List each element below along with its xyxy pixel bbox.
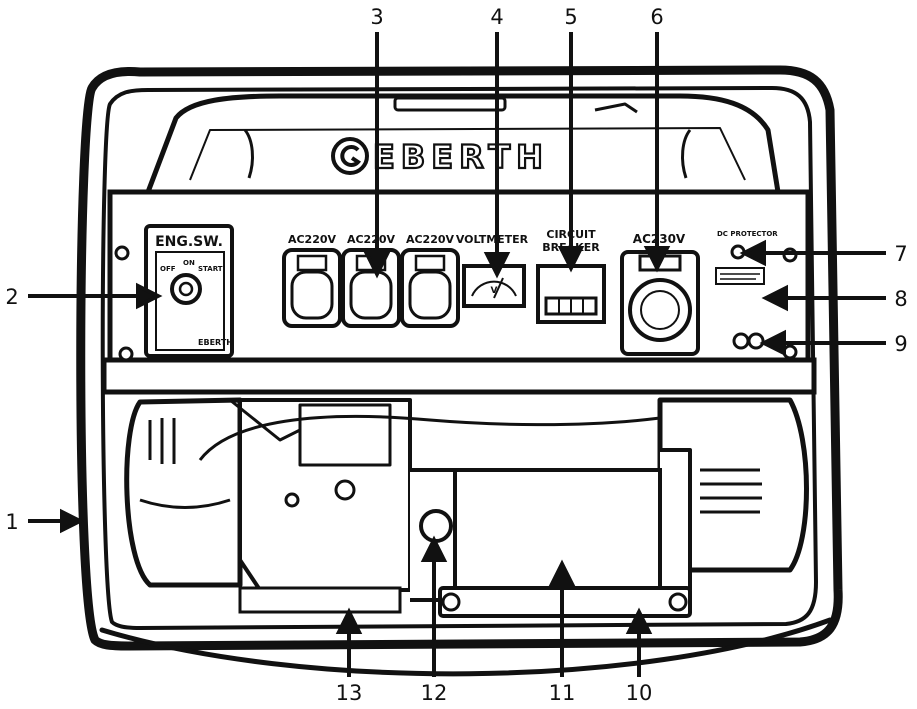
oil-filler-cap: [419, 509, 453, 543]
circuit-breaker: CIRCUIT BREAKER: [536, 228, 606, 324]
engine-base: [238, 586, 402, 614]
engine-switch-title: ENG.SW.: [155, 234, 223, 250]
panel-screw-icon: [118, 346, 134, 362]
ac230v-outlet: AC230V: [620, 232, 700, 356]
ignition-key-icon: [170, 273, 202, 305]
callout-number-5: 5: [564, 5, 577, 29]
switch-off-label: OFF: [160, 265, 176, 273]
callout-number-6: 6: [650, 5, 663, 29]
dc-output-label-plate: [715, 267, 765, 285]
outlet-label: AC220V: [288, 233, 337, 246]
callout-number-9: 9: [894, 332, 907, 356]
alternator-housing: [453, 468, 662, 592]
engine-switch: ENG.SW. OFF ON START EBERTH: [144, 224, 234, 358]
callout-number-10: 10: [626, 681, 653, 705]
brand-logo-mark: [340, 145, 362, 167]
dc-protector-label: DC PROTECTOR: [717, 230, 778, 238]
callout-number-11: 11: [549, 681, 576, 705]
fuel-tank: [145, 93, 781, 195]
alternator: [657, 397, 809, 592]
callout-number-2: 2: [5, 285, 18, 309]
dc-section: DC PROTECTOR: [715, 230, 778, 350]
voltmeter: VOLTMETER V: [456, 233, 529, 308]
switch-start-label: START: [198, 265, 223, 273]
ac220v-outlet: [282, 248, 342, 328]
switch-on-label: ON: [183, 259, 195, 267]
callout-number-8: 8: [894, 287, 907, 311]
callout-number-12: 12: [421, 681, 448, 705]
big-outlet-label: AC230V: [633, 232, 686, 246]
ac220v-outlet: [400, 248, 460, 328]
dc-terminal-icon: [747, 332, 765, 350]
callout-number-3: 3: [370, 5, 383, 29]
voltmeter-label: VOLTMETER: [456, 233, 529, 246]
switch-brand-label: EBERTH: [198, 338, 233, 347]
brand-name: EBERTH: [373, 138, 549, 176]
callout-number-7: 7: [894, 242, 907, 266]
callout-number-13: 13: [336, 681, 363, 705]
brand-logo-icon: [331, 137, 369, 175]
dc-terminal-icon: [732, 332, 750, 350]
engine: [124, 397, 661, 602]
panel-screw-icon: [114, 245, 130, 261]
brand-logo: EBERTH: [331, 137, 549, 177]
outlet-label: AC220V: [406, 233, 455, 246]
outlet-label: AC220V: [347, 233, 396, 246]
base-mount: [438, 586, 692, 618]
callout-numbers: 1 2 3 4 5 6 7 8 9 10 11 12 13: [5, 5, 907, 705]
voltmeter-unit: V: [491, 286, 498, 296]
callout-number-1: 1: [5, 510, 18, 534]
callout-arrows: [28, 32, 886, 677]
callout-number-4: 4: [490, 5, 503, 29]
